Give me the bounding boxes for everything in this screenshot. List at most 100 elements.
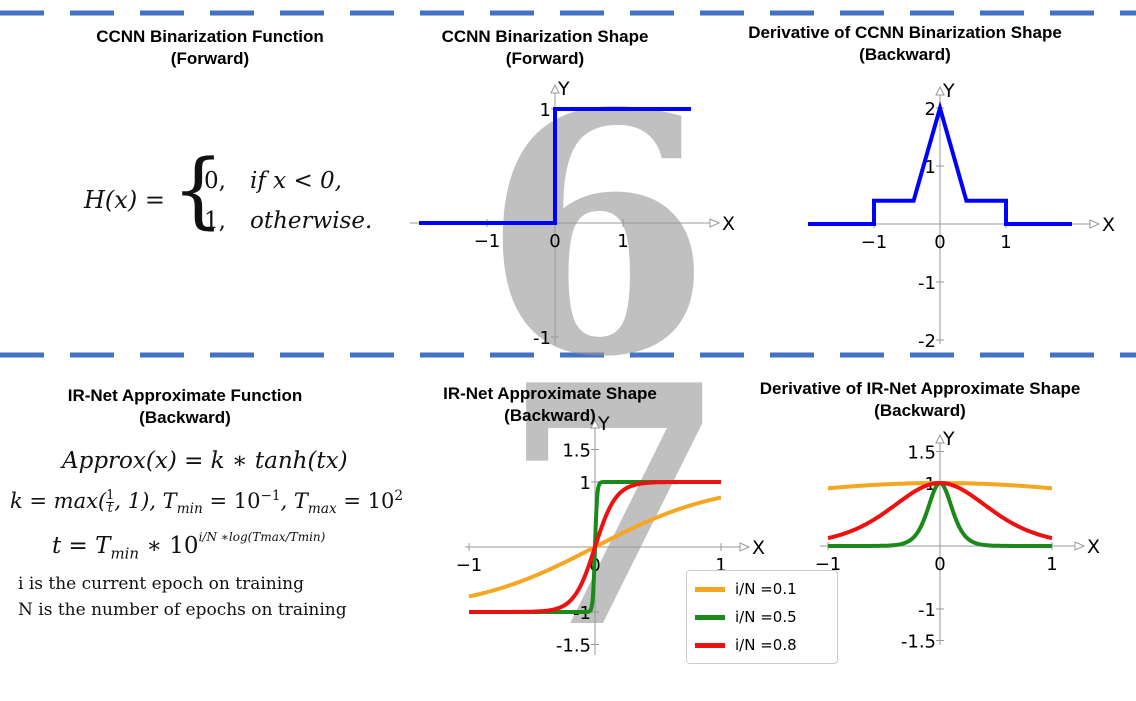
legend-item-2: i/N =0.8 (695, 634, 797, 656)
y-axis-arrow (935, 85, 945, 96)
ccnn-derivative-title: Derivative of CCNN Binarization Shape (B… (715, 22, 1095, 66)
ccnn-shape-title-line2: (Forward) (505, 49, 585, 68)
y-axis-arrow (550, 83, 560, 94)
series-line-0 (419, 107, 691, 225)
k-fraction-num: 1 (106, 488, 115, 503)
series-line-2 (827, 481, 1053, 541)
tmin-subscript: min (176, 501, 203, 518)
ccnn-derivative-title-line1: Derivative of CCNN Binarization Shape (748, 23, 1062, 42)
tmax-exponent: 2 (394, 488, 404, 504)
x-tick-label: 0 (549, 231, 560, 252)
legend-label-1: i/N =0.5 (735, 608, 797, 626)
ccnn-case1-condition: if x < 0, (250, 168, 342, 194)
y-tick-label: -2 (918, 331, 936, 352)
t-exponent: i/N ∗log(Tmax/Tmin) (198, 530, 326, 544)
middle-divider (0, 352, 1136, 358)
x-tick-label: −1 (474, 231, 501, 252)
y-tick-label: -1.5 (901, 632, 936, 653)
tmax-value: = 10 (336, 489, 395, 513)
tmax-subscript: max (307, 501, 337, 518)
irnet-derivative-title-line1: Derivative of IR-Net Approximate Shape (759, 379, 1081, 398)
x-tick-label: 1 (1046, 554, 1057, 575)
x-tick-label: 0 (934, 232, 945, 253)
y-tick-label: 2 (925, 99, 936, 120)
x-tick-label: 0 (934, 554, 945, 575)
x-axis-arrow (1089, 219, 1101, 229)
x-axis-label: X (1102, 214, 1115, 236)
ccnn-derivative-chart: X Y −1 0 1 2 1 -1 -2 (808, 80, 1115, 352)
t-equation: t = Tmin ∗ 10i/N ∗log(Tmax/Tmin) (52, 530, 325, 563)
y-tick-label: 1 (580, 473, 591, 494)
y-tick-label: 1 (540, 100, 551, 121)
x-axis-arrow (739, 542, 751, 552)
legend-swatch-1 (695, 614, 725, 620)
t-prefix: t = T (52, 533, 111, 559)
y-tick-label: 1 (925, 157, 936, 178)
irnet-function-title: IR-Net Approximate Function (Backward) (40, 385, 330, 429)
ccnn-function-title-line1: CCNN Binarization Function (96, 27, 324, 46)
y-tick-label: 1.5 (562, 441, 591, 462)
epoch-note-i: i is the current epoch on training (18, 574, 305, 594)
y-axis-label: Y (557, 78, 570, 100)
y-tick-label: -1 (533, 328, 551, 349)
x-axis-arrow (1074, 541, 1086, 551)
y-tick-label: -1 (918, 600, 936, 621)
irnet-derivative-title-line2: (Backward) (874, 401, 966, 420)
x-tick-label: −1 (815, 554, 842, 575)
legend-swatch-0 (695, 586, 725, 592)
k-rest: , 1), T (114, 489, 177, 513)
ccnn-equation-lhs: H(x) = (84, 186, 165, 214)
tmin-exponent: −1 (260, 488, 281, 504)
irnet-shape-title: IR-Net Approximate Shape (Backward) (405, 383, 695, 427)
y-axis-label: Y (942, 428, 955, 450)
tmax-prefix: , T (280, 489, 308, 513)
y-axis-label: Y (942, 80, 955, 102)
legend-label-0: i/N =0.1 (735, 580, 797, 598)
x-axis-arrow (709, 218, 721, 228)
x-tick-label: −1 (861, 232, 888, 253)
y-tick-label: 1.5 (907, 443, 936, 464)
ccnn-case2-condition: otherwise. (250, 208, 373, 234)
ccnn-derivative-title-line2: (Backward) (859, 45, 951, 64)
series-line-0 (808, 100, 1072, 226)
watermark-six: 6 (482, 41, 712, 429)
k-fraction-den: t (107, 501, 113, 516)
tmin-value: = 10 (202, 489, 261, 513)
legend-item-1: i/N =0.5 (695, 606, 797, 628)
x-tick-label: 1 (715, 555, 726, 576)
y-tick-label: -1.5 (556, 636, 591, 657)
k-prefix: k = max( (10, 489, 107, 513)
legend-label-2: i/N =0.8 (735, 636, 797, 654)
irnet-function-title-line1: IR-Net Approximate Function (67, 386, 303, 405)
irnet-derivative-title: Derivative of IR-Net Approximate Shape (… (725, 378, 1115, 422)
ccnn-equation-brace: { (172, 143, 225, 238)
legend-swatch-2 (695, 642, 725, 648)
epoch-note-n: N is the number of epochs on training (18, 600, 347, 620)
irnet-shape-title-line2: (Backward) (504, 406, 596, 425)
irnet-function-title-line2: (Backward) (139, 408, 231, 427)
ccnn-function-title-line2: (Forward) (170, 49, 250, 68)
ccnn-function-title: CCNN Binarization Function (Forward) (60, 26, 360, 70)
x-tick-label: −1 (456, 555, 483, 576)
y-tick-label: -1 (918, 273, 936, 294)
x-axis-label: X (1087, 536, 1100, 558)
x-axis-label: X (722, 213, 735, 235)
legend-item-0: i/N =0.1 (695, 578, 797, 600)
y-axis-arrow (590, 418, 600, 429)
ccnn-shape-title-line1: CCNN Binarization Shape (441, 27, 649, 46)
series-line-2 (469, 480, 721, 614)
ccnn-case1-value: 0, (204, 168, 226, 194)
legend: i/N =0.1 i/N =0.5 i/N =0.8 (686, 570, 838, 664)
irnet-shape-title-line1: IR-Net Approximate Shape (443, 384, 657, 403)
x-tick-label: 1 (617, 231, 628, 252)
x-tick-label: 1 (1000, 232, 1011, 253)
x-axis-label: X (752, 537, 765, 559)
top-divider (0, 10, 1136, 16)
ccnn-forward-chart: X Y −1 0 1 1 -1 (410, 78, 735, 349)
ccnn-shape-title: CCNN Binarization Shape (Forward) (400, 26, 690, 70)
ccnn-case2-value: 1, (204, 208, 226, 234)
